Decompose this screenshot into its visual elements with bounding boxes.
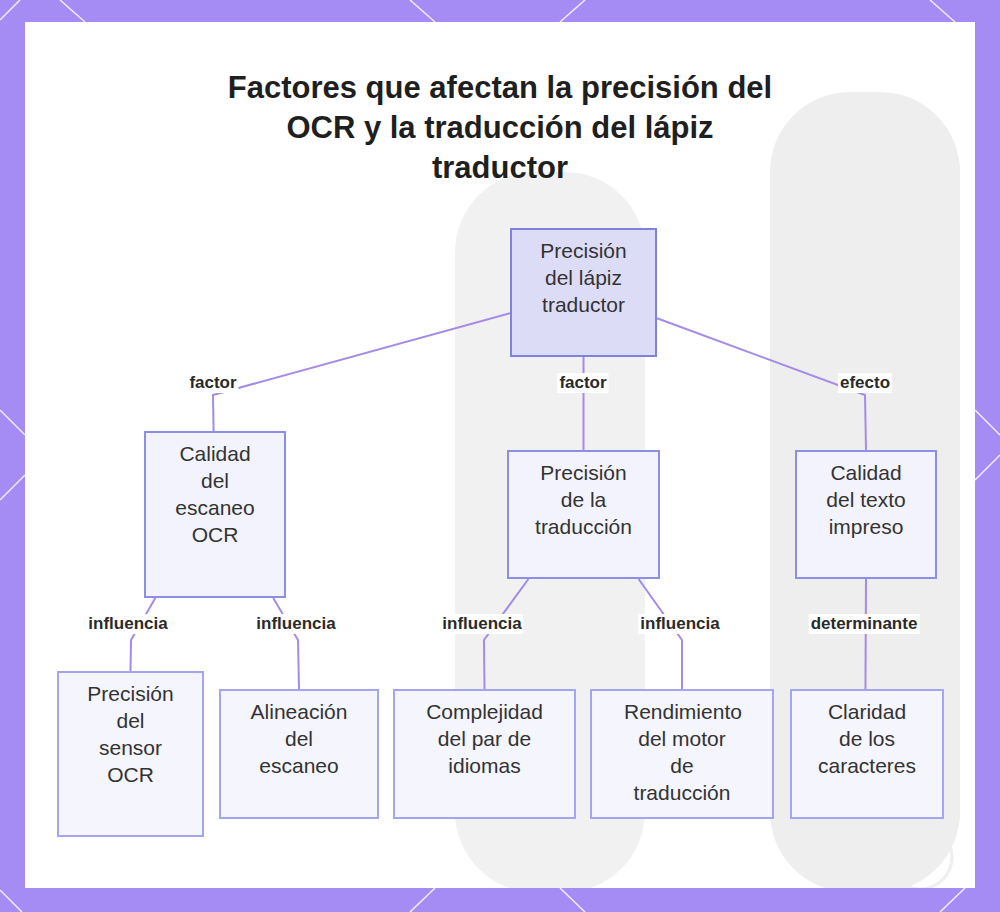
node-text: Claridad de los caracteres	[814, 698, 920, 779]
edge-label: efecto	[838, 373, 892, 393]
node-text: Alineación del escaneo	[247, 698, 351, 779]
node-text: Complejidad del par de idiomas	[419, 698, 550, 779]
edge-label: factor	[557, 373, 608, 393]
concept-box: Calidad del escaneo OCR	[144, 431, 286, 598]
concept-box: Precisión del lápiz traductor	[510, 228, 657, 357]
concept-box: Precisión del sensor OCR	[57, 671, 204, 837]
concept-box: Claridad de los caracteres	[790, 689, 944, 819]
connector-line	[273, 598, 299, 689]
edge-label: influencia	[86, 614, 169, 634]
connector-line	[484, 579, 528, 689]
concept-box: Precisión de la traducción	[507, 450, 660, 579]
connector-line	[639, 579, 682, 689]
connector-line	[657, 318, 866, 450]
edge-label: factor	[187, 373, 238, 393]
connector-line	[864, 579, 867, 689]
diagram-title: Factores que afectan la precisión del OC…	[220, 68, 780, 188]
concept-box: Alineación del escaneo	[219, 689, 379, 819]
node-text: Calidad del escaneo OCR	[166, 440, 264, 548]
edge-label: influencia	[638, 614, 721, 634]
edge-label: influencia	[440, 614, 523, 634]
node-text: Calidad del texto impreso	[817, 459, 915, 540]
node-text: Rendimiento del motor de traducción	[624, 698, 740, 806]
edge-label: influencia	[254, 614, 337, 634]
node-text: Precisión del lápiz traductor	[532, 237, 635, 318]
connector-line	[131, 598, 156, 671]
concept-box: Complejidad del par de idiomas	[393, 689, 576, 819]
connector-line	[583, 357, 585, 450]
concept-box: Rendimiento del motor de traducción	[590, 689, 774, 819]
node-text: Precisión del sensor OCR	[83, 680, 178, 788]
edge-label: determinante	[809, 614, 920, 634]
concept-box: Calidad del texto impreso	[795, 450, 937, 579]
node-text: Precisión de la traducción	[530, 459, 637, 540]
connector-line	[213, 313, 510, 431]
